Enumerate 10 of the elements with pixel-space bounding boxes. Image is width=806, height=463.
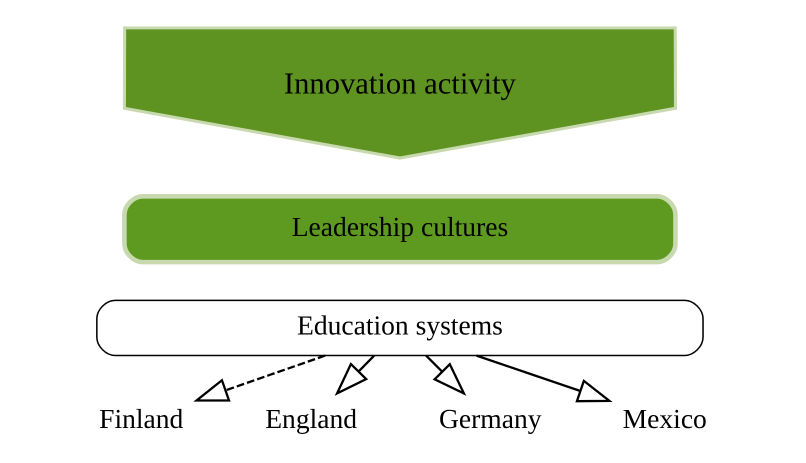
node-text: England: [265, 403, 358, 434]
arrow: [476, 354, 613, 402]
node-text: Finland: [99, 403, 184, 434]
node-text: Mexico: [622, 403, 707, 434]
arrow: [334, 354, 376, 396]
node-box: Education systems: [96, 300, 704, 356]
node-box: Leadership cultures: [122, 194, 678, 264]
arrow: [193, 354, 326, 402]
node-text: Germany: [439, 403, 542, 434]
arrow: [425, 354, 466, 396]
